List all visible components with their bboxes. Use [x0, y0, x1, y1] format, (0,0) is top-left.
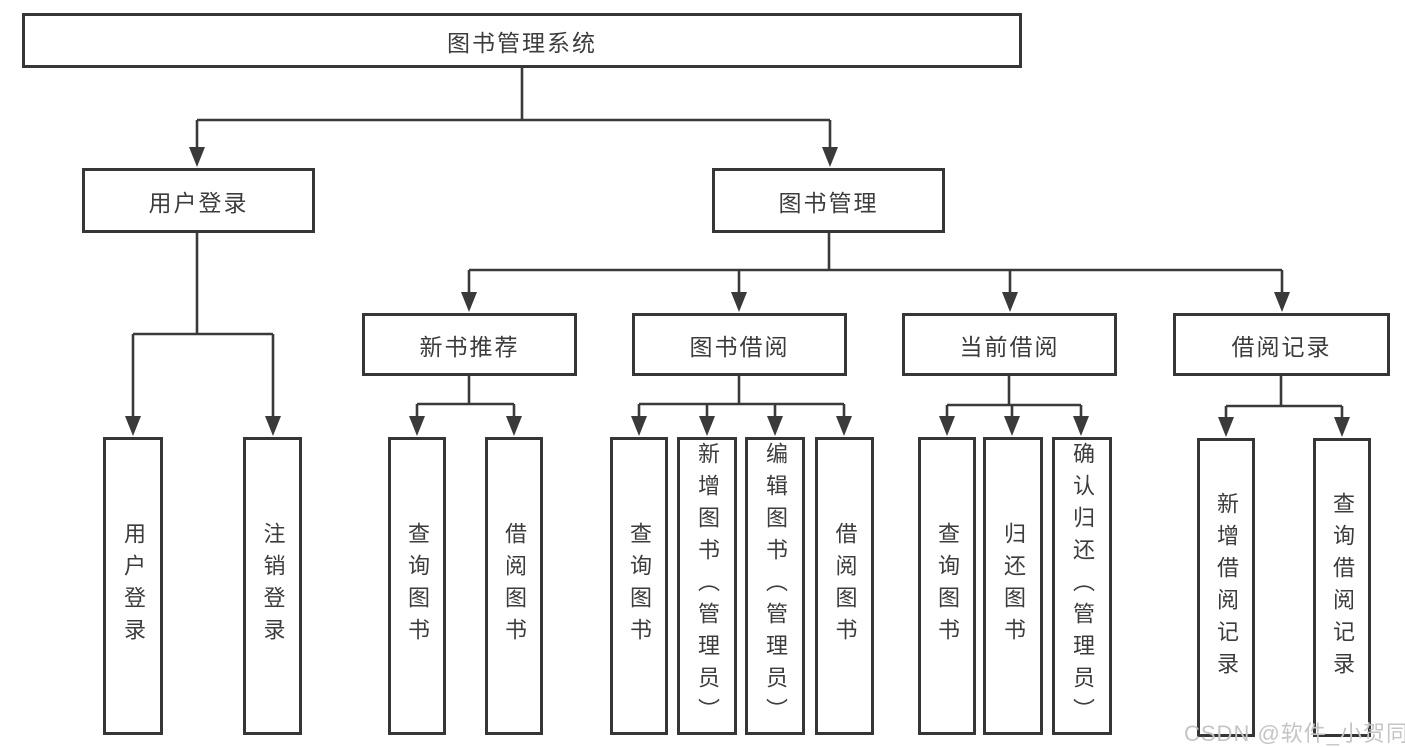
leaf-br-add-record-label: 新增借阅记录 [1214, 491, 1239, 684]
leaf-bb-edit-books-admin: 编辑图书（管理员） [745, 437, 805, 735]
leaf-cb-query-books-label: 查询图书 [935, 522, 960, 650]
node-borrow-records: 借阅记录 [1173, 313, 1390, 376]
node-root: 图书管理系统 [22, 13, 1022, 68]
leaf-cb-confirm-return-admin-label: 确认归还（管理员） [1070, 442, 1095, 730]
node-new-book-recommend-label: 新书推荐 [419, 333, 520, 360]
leaf-br-query-record-label: 查询借阅记录 [1330, 491, 1355, 684]
leaf-nb-borrow-books-label: 借阅图书 [502, 522, 527, 650]
leaf-nb-query-books-label: 查询图书 [405, 522, 430, 650]
connector-root-to-level2 [189, 68, 838, 167]
csdn-watermark: CSDN @软件_小贺同学 [1184, 721, 1405, 746]
node-book-borrow-label: 图书借阅 [689, 333, 790, 360]
node-root-label: 图书管理系统 [447, 29, 597, 56]
node-current-borrow: 当前借阅 [902, 313, 1117, 376]
node-current-borrow-label: 当前借阅 [959, 333, 1060, 360]
leaf-bb-borrow-books-label: 借阅图书 [832, 522, 858, 650]
leaf-cb-return-books: 归还图书 [983, 437, 1043, 735]
node-book-borrow: 图书借阅 [632, 313, 847, 376]
connector-book-management-to-level3 [461, 233, 1290, 312]
leaf-br-query-record: 查询借阅记录 [1313, 438, 1371, 737]
leaf-logout: 注销登录 [243, 437, 302, 735]
leaf-bb-add-books-admin: 新增图书（管理员） [677, 437, 737, 735]
leaf-cb-return-books-label: 归还图书 [1001, 522, 1026, 650]
connector-current-borrow-to-leaves [939, 376, 1089, 436]
leaf-cb-confirm-return-admin: 确认归还（管理员） [1052, 437, 1112, 735]
leaf-bb-edit-books-admin-label: 编辑图书（管理员） [763, 442, 788, 730]
node-book-management: 图书管理 [712, 168, 945, 233]
node-book-management-label: 图书管理 [778, 189, 879, 216]
connector-user-login-to-leaves [125, 233, 281, 436]
leaf-nb-query-books: 查询图书 [388, 437, 446, 735]
connector-book-borrow-to-leaves [631, 376, 852, 436]
node-user-login: 用户登录 [82, 168, 315, 233]
leaf-bb-query-books-label: 查询图书 [627, 522, 652, 650]
leaf-user-login: 用户登录 [103, 437, 163, 735]
node-new-book-recommend: 新书推荐 [362, 313, 577, 376]
leaf-bb-add-books-admin-label: 新增图书（管理员） [695, 442, 720, 730]
leaf-nb-borrow-books: 借阅图书 [485, 437, 543, 735]
leaf-logout-label: 注销登录 [260, 522, 286, 650]
connector-borrow-records-to-leaves [1218, 376, 1350, 437]
leaf-user-login-label: 用户登录 [121, 522, 146, 650]
node-borrow-records-label: 借阅记录 [1231, 333, 1332, 360]
node-user-login-label: 用户登录 [148, 189, 249, 216]
leaf-bb-borrow-books: 借阅图书 [815, 437, 874, 735]
leaf-cb-query-books: 查询图书 [918, 437, 976, 735]
connector-new-book-recommend-to-leaves [409, 376, 522, 436]
leaf-bb-query-books: 查询图书 [610, 437, 668, 735]
leaf-br-add-record: 新增借阅记录 [1197, 438, 1255, 737]
